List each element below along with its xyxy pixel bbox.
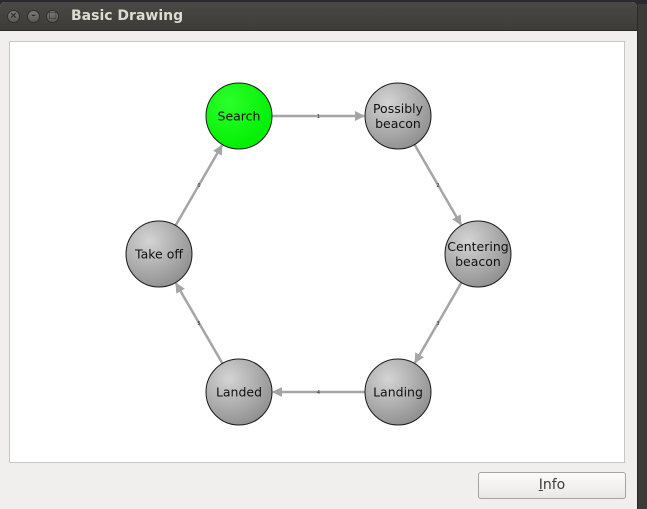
state-label: Landing: [373, 385, 423, 400]
edge-centering-beacon-to-landing: [413, 281, 463, 364]
state-label: beacon: [375, 116, 421, 131]
state-circle: [125, 220, 193, 288]
info-button-mnemonic: I: [538, 477, 543, 493]
edge-label: 3: [436, 321, 439, 327]
state-circle: [364, 358, 432, 426]
edge-landed-to-take-off: [174, 282, 224, 365]
edge-label: 1: [317, 114, 320, 120]
edge-label: 2: [436, 183, 439, 189]
edge-possibly-beacon-to-centering-beacon: [413, 143, 463, 226]
state-circle: [205, 82, 273, 150]
state-node-take-off[interactable]: Take off: [125, 220, 193, 288]
minimize-icon[interactable]: –: [27, 10, 40, 23]
maximize-icon[interactable]: □: [46, 10, 59, 23]
state-label: Take off: [134, 247, 183, 262]
state-circle: [364, 82, 432, 150]
state-node-search[interactable]: Search: [205, 82, 273, 150]
info-button-label: nfo: [542, 477, 566, 493]
state-label: Centering: [447, 239, 508, 254]
state-circle: [444, 220, 512, 288]
state-node-landed[interactable]: Landed: [205, 358, 273, 426]
state-label: Possibly: [373, 101, 424, 116]
state-circle: [205, 358, 273, 426]
state-label: Search: [218, 109, 261, 124]
state-label: Landed: [216, 385, 262, 400]
state-label: beacon: [455, 254, 501, 269]
edge-label: 0: [197, 183, 200, 189]
edge-label: 5: [197, 321, 200, 327]
close-icon[interactable]: ×: [7, 10, 20, 23]
window-title: Basic Drawing: [71, 8, 184, 24]
edge-take-off-to-search: [174, 144, 224, 227]
edge-label: 4: [317, 390, 320, 396]
info-button[interactable]: Info: [478, 472, 626, 499]
state-node-landing[interactable]: Landing: [364, 358, 432, 426]
title-bar[interactable]: × – □ Basic Drawing: [0, 2, 637, 31]
